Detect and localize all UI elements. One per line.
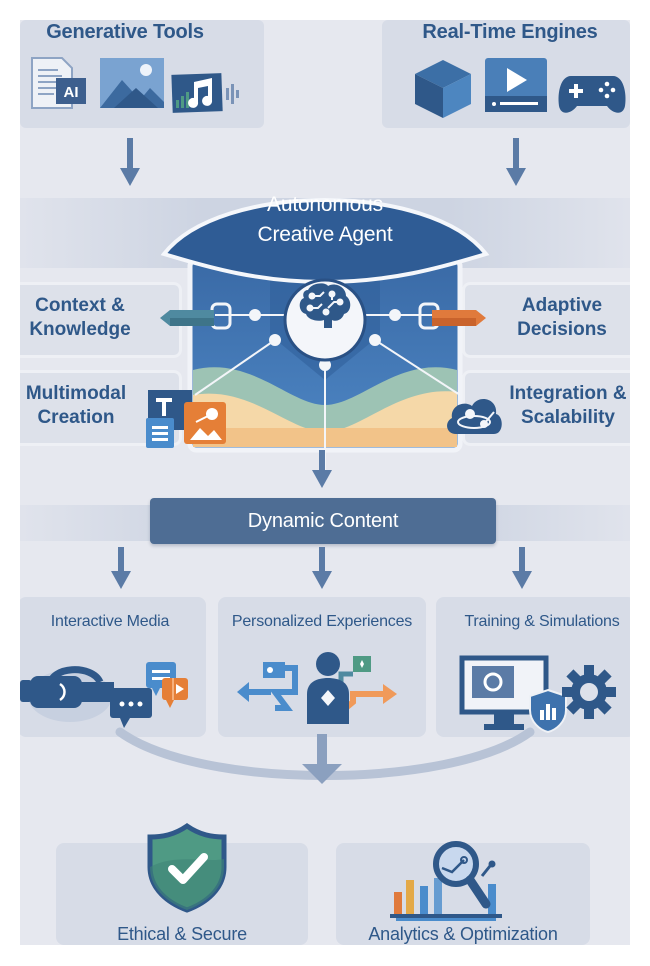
arrow-down-icon (512, 547, 532, 589)
arrow-down-icon (312, 450, 332, 488)
chat-bubbles-icon (110, 662, 188, 728)
user-icon (307, 652, 349, 724)
arrow-down-icon (312, 547, 332, 589)
real-time-engines-title: Real-Time Engines (422, 21, 598, 43)
core-title: Autonomous Creative Agent (257, 193, 393, 246)
cloud-network-icon (447, 399, 502, 434)
merge-flow (115, 727, 535, 784)
3d-cube-icon (415, 60, 471, 118)
output-personalized-experiences-title: Personalized Experiences (231, 613, 413, 630)
gamepad-icon (558, 76, 626, 113)
document-ai-icon: AI (31, 57, 86, 109)
capability-integration-scalability-label: Integration &Scalability (509, 383, 627, 428)
vr-headset-icon (20, 666, 114, 722)
gear-icon (562, 665, 616, 719)
video-player-icon (485, 58, 547, 112)
creative-agent-core (160, 198, 490, 470)
arrow-down-icon (120, 138, 140, 186)
dynamic-content-box (150, 498, 496, 544)
ai-badge-text: AI (64, 84, 79, 101)
arrow-down-icon (506, 138, 526, 186)
capability-context-knowledge-label: Context &Knowledge (29, 295, 131, 340)
adaptive-connector-icon (432, 310, 486, 326)
brain-circuit-icon (299, 283, 351, 328)
generative-tools-title: Generative Tools (46, 21, 204, 43)
image-icon (100, 58, 164, 108)
context-connector-icon (160, 310, 214, 326)
capability-adaptive-decisions (462, 282, 630, 358)
output-interactive-media-title: Interactive Media (50, 613, 170, 630)
dynamic-content-label: Dynamic Content (247, 510, 399, 532)
diagram-canvas: Generative Tools AI Real-Time Engines (20, 20, 630, 945)
bottom-ethical-secure-title: Ethical & Secure (117, 924, 247, 944)
shield-check-icon (147, 822, 227, 913)
multimodal-icons (146, 390, 226, 448)
bottom-analytics-optimization-title: Analytics & Optimization (368, 924, 558, 944)
output-training-simulations-title: Training & Simulations (464, 613, 620, 630)
shield-chart-icon (529, 688, 567, 734)
arrow-down-icon (111, 547, 131, 589)
capability-context-knowledge (20, 282, 182, 358)
magnifier-chart-icon (390, 841, 502, 921)
music-audio-icon (171, 73, 239, 113)
